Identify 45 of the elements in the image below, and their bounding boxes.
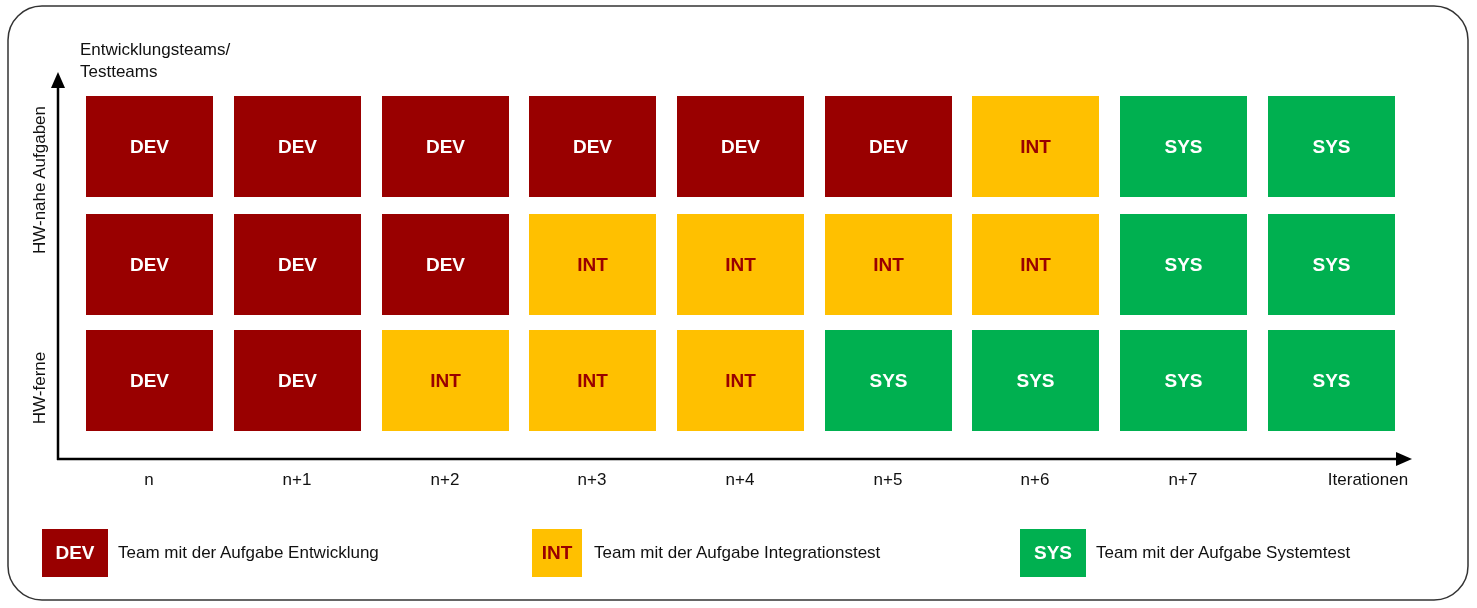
- team-block: DEV: [382, 214, 509, 315]
- axis-label: Iterationen: [1327, 470, 1409, 490]
- team-block: SYS: [1120, 96, 1247, 197]
- legend-text: Team mit der Aufgabe Systemtest: [1096, 543, 1351, 563]
- legend-swatch: DEV: [42, 529, 108, 577]
- team-block: SYS: [1268, 214, 1395, 315]
- team-block: INT: [677, 214, 804, 315]
- tick-label: n: [144, 470, 154, 490]
- team-block: DEV: [86, 214, 213, 315]
- team-block: INT: [677, 330, 804, 431]
- team-block: DEV: [529, 96, 656, 197]
- team-block: DEV: [825, 96, 952, 197]
- team-block: DEV: [234, 96, 361, 197]
- team-block: INT: [529, 214, 656, 315]
- tick-label: n+7: [1168, 470, 1198, 490]
- team-block: INT: [529, 330, 656, 431]
- team-block: SYS: [1268, 96, 1395, 197]
- tick-label: n+1: [282, 470, 312, 490]
- row-label: HW-ferne: [30, 351, 50, 425]
- team-block: INT: [972, 214, 1099, 315]
- tick-label: n+3: [577, 470, 607, 490]
- team-block: DEV: [382, 96, 509, 197]
- team-block: INT: [382, 330, 509, 431]
- team-block: DEV: [234, 330, 361, 431]
- team-block: DEV: [86, 96, 213, 197]
- tick-label: n+4: [725, 470, 755, 490]
- team-block: DEV: [86, 330, 213, 431]
- team-block: SYS: [1268, 330, 1395, 431]
- tick-label: n+5: [873, 470, 903, 490]
- team-block: DEV: [677, 96, 804, 197]
- team-block: INT: [972, 96, 1099, 197]
- team-block: SYS: [972, 330, 1099, 431]
- legend-text: Team mit der Aufgabe Entwicklung: [118, 543, 379, 563]
- team-block: INT: [825, 214, 952, 315]
- team-block: SYS: [1120, 330, 1247, 431]
- tick-label: n+2: [430, 470, 460, 490]
- legend-swatch: INT: [532, 529, 582, 577]
- team-block: SYS: [825, 330, 952, 431]
- legend-swatch: SYS: [1020, 529, 1086, 577]
- team-block: DEV: [234, 214, 361, 315]
- team-block: SYS: [1120, 214, 1247, 315]
- axis-title: Entwicklungsteams/ Testteams: [80, 39, 232, 83]
- tick-label: n+6: [1020, 470, 1050, 490]
- legend-text: Team mit der Aufgabe Integrationstest: [594, 543, 881, 563]
- row-label: HW-nahe Aufgaben: [30, 105, 50, 255]
